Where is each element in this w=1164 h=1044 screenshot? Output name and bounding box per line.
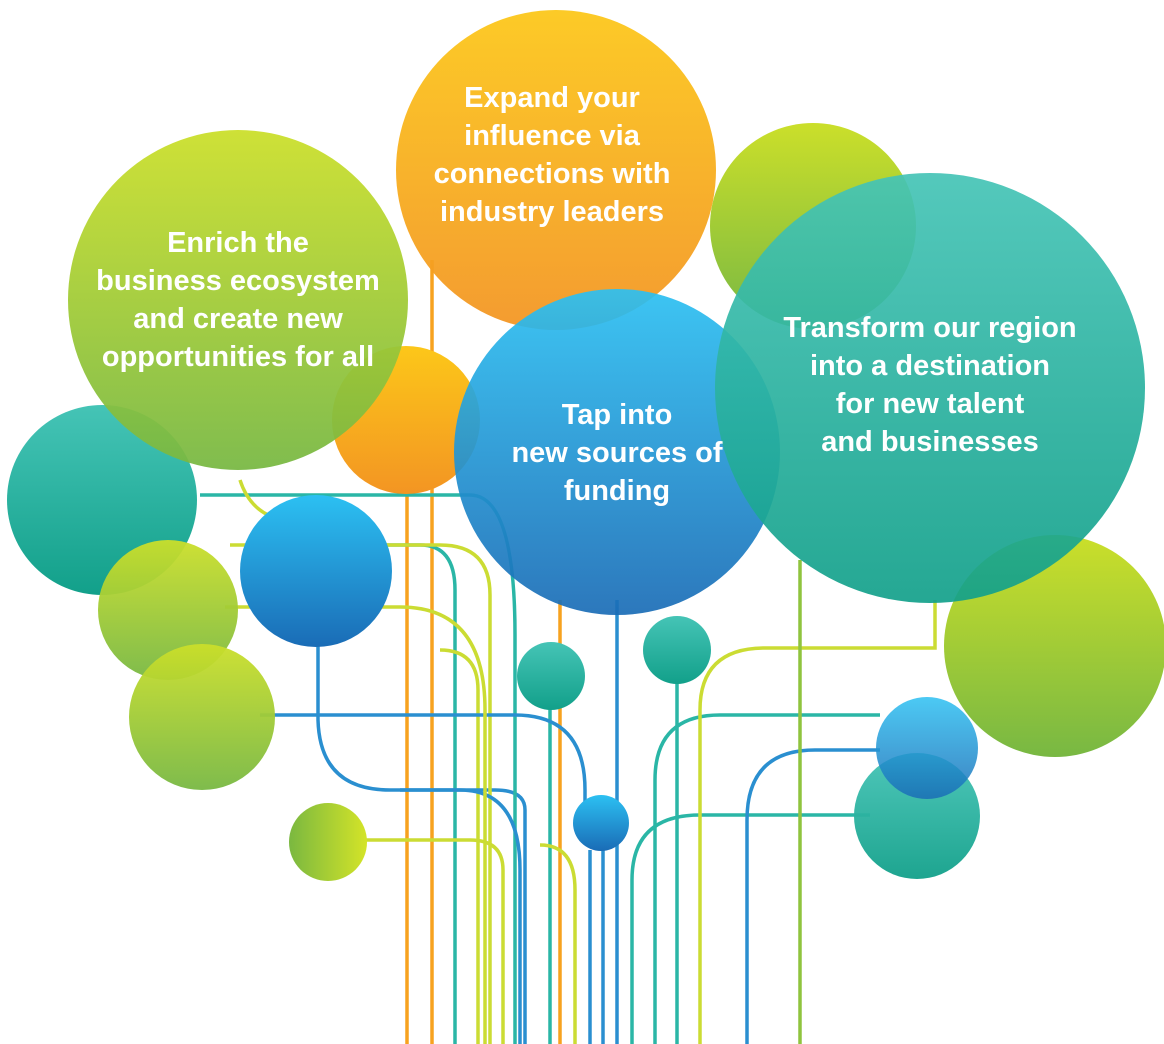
green-circle [129,644,275,790]
branch-line [225,605,487,1044]
tap-bubble [454,289,780,615]
transform-bubble [715,173,1145,603]
teal-circle [643,616,711,684]
branch-line [238,479,269,517]
branch-line [653,713,880,1044]
teal-circle [517,642,585,710]
branch-line [230,543,492,1044]
branch-line [439,648,480,1044]
branch-lines [200,260,937,1044]
branch-line [698,600,937,1044]
branch-line [260,713,587,820]
branch-line [360,838,505,1044]
branch-line [380,543,457,1044]
branch-line [539,843,577,1044]
branch-line [630,813,870,1044]
blue-circle [876,697,978,799]
blue-circle [240,495,392,647]
branch-line [316,640,522,1044]
green-circle [289,803,367,881]
expand-bubble [396,10,716,330]
branch-line [745,748,880,1044]
enrich-bubble [68,130,408,470]
branch-line [400,788,527,1044]
blue-circle [573,795,629,851]
